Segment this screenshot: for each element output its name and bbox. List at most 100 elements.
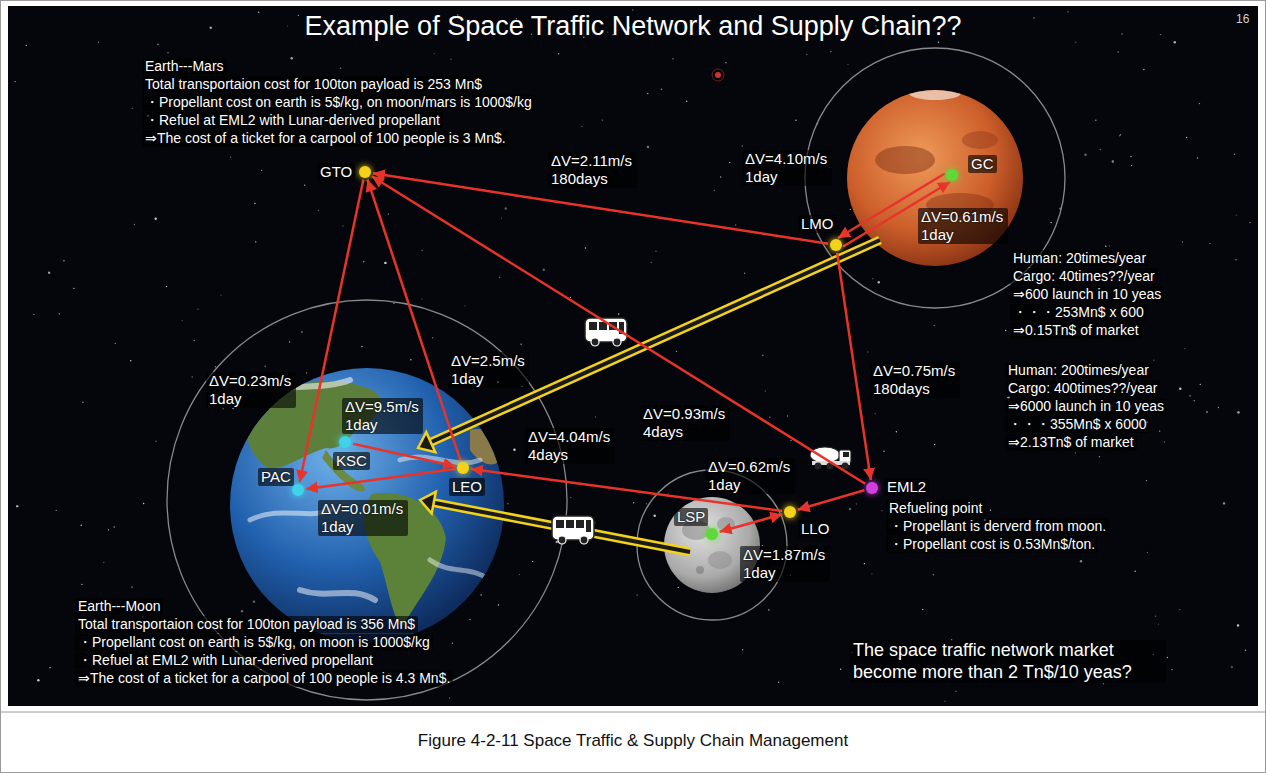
star [253, 601, 255, 603]
star [595, 416, 596, 417]
star [840, 668, 841, 669]
star [1147, 552, 1148, 553]
star [678, 587, 679, 588]
star [154, 218, 156, 220]
star [1075, 452, 1076, 453]
star [464, 305, 465, 306]
bus-route-arrowhead [420, 492, 436, 514]
star [1155, 615, 1156, 616]
star [1245, 650, 1246, 651]
star [291, 57, 293, 59]
figure-caption: Figure 4-2-11 Space Traffic & Supply Cha… [0, 731, 1266, 751]
star [499, 277, 500, 278]
star [934, 325, 935, 326]
star [384, 262, 386, 264]
star [686, 101, 687, 102]
truck-wheel [815, 463, 822, 470]
star [81, 525, 82, 526]
truck-window [843, 452, 849, 457]
star [108, 529, 109, 530]
orbit-point: LEO [457, 462, 469, 474]
star [363, 261, 364, 262]
star [82, 402, 83, 403]
star [143, 503, 144, 504]
star [255, 241, 256, 242]
star [49, 667, 50, 668]
star [765, 390, 766, 391]
star [871, 573, 872, 574]
star [570, 497, 571, 498]
star [1158, 623, 1159, 624]
annotation-text: ⇒The cost of a ticket for a carpool of 1… [142, 130, 509, 147]
star [304, 184, 305, 185]
star [653, 515, 655, 517]
mars-patch [875, 146, 935, 174]
bus-route-line [431, 240, 880, 442]
star [795, 120, 796, 121]
star [1167, 657, 1168, 658]
star [130, 360, 131, 361]
star [1209, 243, 1210, 244]
star [520, 344, 521, 345]
star [934, 444, 935, 445]
edge-label: ΔV=0.61m/s 1day [918, 208, 1008, 244]
star [1237, 411, 1239, 413]
star [1121, 33, 1122, 34]
star [1189, 395, 1190, 396]
edge-label: ΔV=1.87m/s 1day [740, 546, 830, 582]
orbit-point: KSC [339, 436, 351, 448]
star [55, 510, 56, 511]
star [1084, 154, 1086, 156]
star [881, 510, 882, 511]
star [215, 366, 216, 367]
star [1234, 154, 1235, 155]
edge-label: ΔV=4.10m/s 1day [742, 150, 832, 186]
annotation-text: ⇒600 launch in 10 yeas [1010, 286, 1164, 303]
bus-route-line [431, 240, 880, 442]
star [1199, 103, 1200, 104]
star [1109, 245, 1110, 246]
edge-label: ΔV=2.5m/s 1day [448, 352, 529, 388]
star [661, 89, 662, 90]
slide-title: Example of Space Traffic Network and Sup… [0, 10, 1266, 42]
star [651, 262, 652, 263]
star [265, 365, 266, 366]
node-label: LLO [798, 520, 832, 538]
transfer-arrow [798, 490, 865, 510]
star [393, 303, 394, 304]
star [1236, 214, 1237, 215]
transfer-arrow [372, 176, 865, 484]
edge-label: ΔV=0.93m/s 4days [640, 405, 730, 441]
star [543, 269, 545, 271]
star [778, 681, 779, 682]
orbit-point: PAC [292, 484, 304, 496]
star [655, 251, 656, 252]
star [867, 351, 868, 352]
star [230, 156, 231, 157]
star [742, 145, 743, 146]
star [132, 108, 133, 109]
star [1095, 120, 1096, 121]
star [1033, 17, 1034, 18]
star [806, 54, 807, 55]
star [98, 42, 99, 43]
annotation-text: The space traffic network market become … [850, 640, 1166, 683]
star [222, 408, 223, 409]
cloud [300, 590, 375, 600]
edge-label: ΔV=0.01m/s 1day [318, 500, 408, 536]
star [1005, 330, 1006, 331]
star [672, 58, 673, 59]
edge-label: ΔV=9.5m/s 1day [342, 398, 423, 434]
star [856, 503, 857, 504]
star [872, 278, 873, 279]
star [220, 294, 221, 295]
star [155, 441, 156, 442]
bus-window [566, 520, 574, 528]
star [1143, 69, 1144, 70]
star [735, 224, 736, 225]
star [647, 146, 649, 148]
star [632, 9, 633, 10]
star [744, 273, 745, 274]
annotation-text: ⇒0.15Tn$ of market [1010, 322, 1142, 339]
